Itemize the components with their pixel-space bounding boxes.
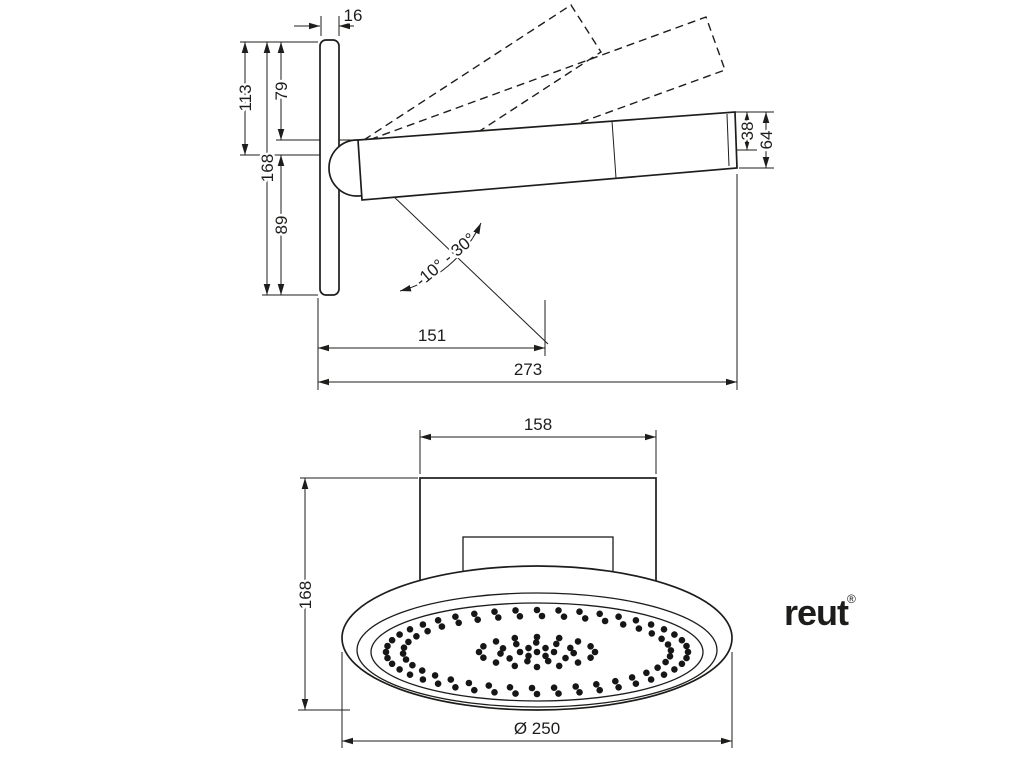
dim-plate-thickness-label: 16 xyxy=(344,6,363,25)
nozzle-dots xyxy=(382,606,692,698)
angle-arc xyxy=(399,222,482,292)
arm-endcap-line xyxy=(726,113,730,167)
dim-38-label: 38 xyxy=(738,122,757,141)
dim-79-label: 79 xyxy=(272,82,291,101)
side-view: 16 113 79 168 89 38 64 151 273 -10° - 30… xyxy=(234,4,779,390)
dim-89-label: 89 xyxy=(272,216,291,235)
logo-text: reut xyxy=(784,592,849,633)
dim-113-label: 113 xyxy=(236,84,255,111)
logo-registered-mark: ® xyxy=(847,592,856,606)
side-dimension-lines xyxy=(241,22,770,386)
dim-168-label: 168 xyxy=(258,154,277,182)
dim-mount-width-label: 158 xyxy=(524,415,552,434)
arm-tilt-position-upper xyxy=(352,4,602,195)
dim-angle-range-label: -10° - 30° xyxy=(412,229,480,290)
dim-64-label: 64 xyxy=(757,131,776,150)
dim-spray-diameter-label: Ø 250 xyxy=(514,719,560,738)
arm-joint-line xyxy=(611,120,617,179)
watermark: reut ® xyxy=(784,592,856,633)
dim-273-label: 273 xyxy=(514,360,542,379)
side-extension-lines xyxy=(240,16,774,390)
front-dimension-lines xyxy=(301,433,732,745)
shower-arm xyxy=(357,111,738,201)
front-view: 158 168 Ø 250 xyxy=(294,413,733,748)
dim-front-height-label: 168 xyxy=(296,581,315,609)
dim-151-label: 151 xyxy=(418,326,446,345)
